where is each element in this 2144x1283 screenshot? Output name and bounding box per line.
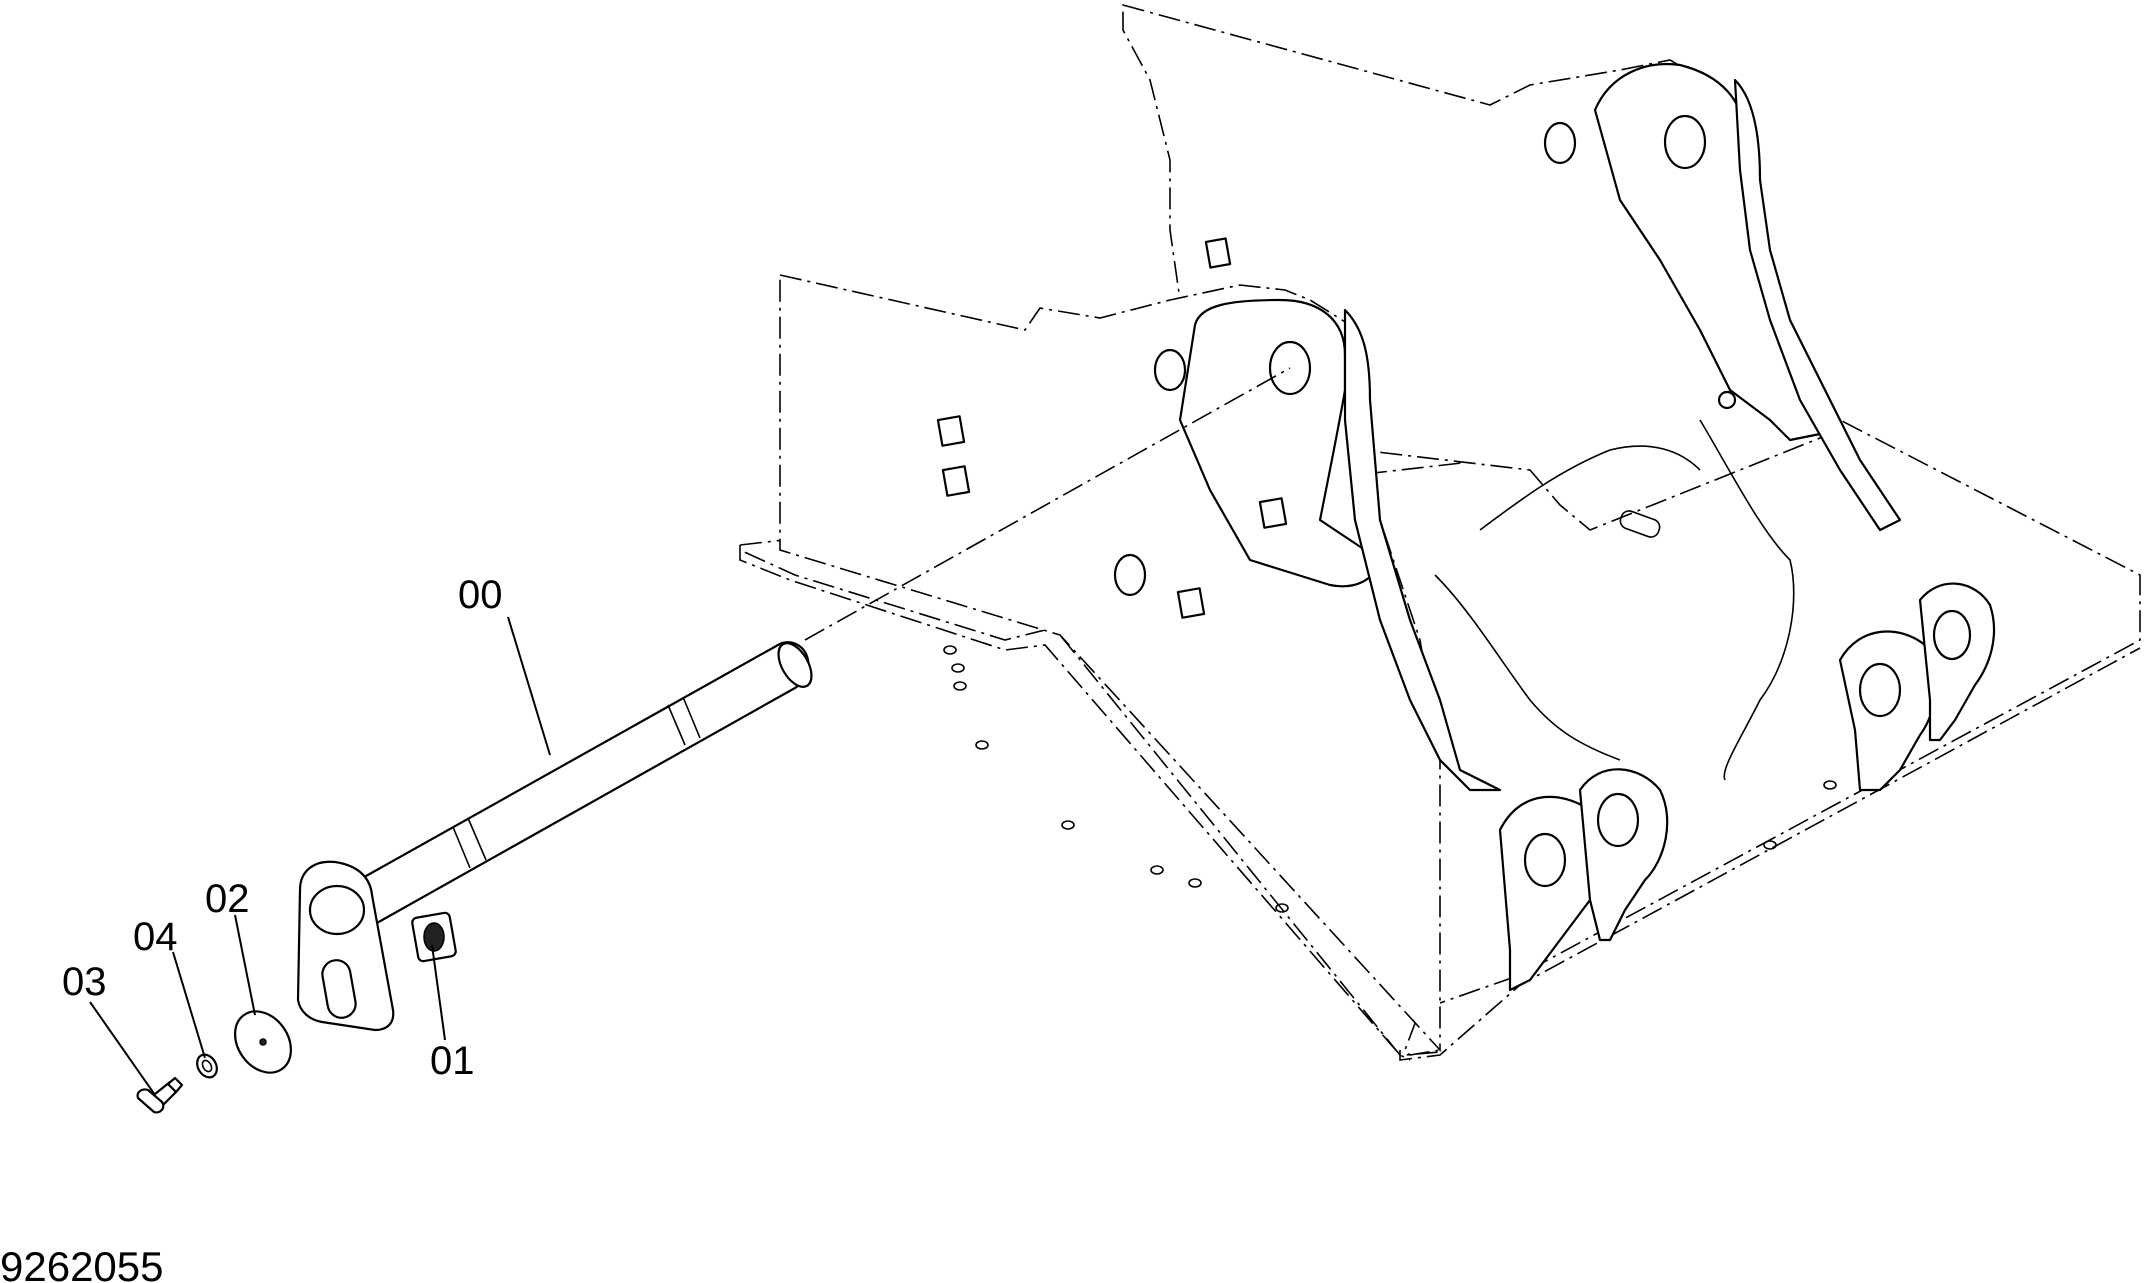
leader-01 — [431, 944, 446, 1041]
rear-rib — [1733, 78, 1902, 532]
leader-lines — [89, 616, 551, 1096]
front-lug-bore-2 — [1596, 792, 1640, 848]
frame-clips — [936, 237, 1737, 619]
pin-head-boss — [308, 884, 366, 936]
pin-head-slot — [321, 959, 357, 1019]
front-hole-lower — [1113, 553, 1147, 597]
front-rib — [1343, 308, 1502, 792]
leader-04 — [172, 951, 206, 1059]
pin-axis-line — [804, 367, 1291, 641]
rear-lug-bore-2 — [1932, 609, 1972, 661]
front-hole-upper — [1153, 348, 1187, 392]
document-number: 9262055 — [0, 1243, 164, 1283]
spring-washer — [196, 1053, 218, 1079]
leader-00 — [507, 616, 551, 756]
callout-03: 03 — [62, 960, 107, 1004]
frame-assembly — [739, 3, 2141, 1061]
callout-00: 00 — [458, 573, 503, 617]
rear-plate-bore — [1663, 114, 1707, 170]
pin-shaft — [348, 641, 810, 930]
pin-head-plate — [296, 860, 395, 1032]
pin — [348, 641, 813, 930]
callout-04: 04 — [133, 915, 178, 959]
pin-end-cap — [777, 642, 813, 688]
bolt — [136, 1076, 184, 1114]
inner-slot — [1619, 510, 1661, 538]
callout-01: 01 — [430, 1039, 475, 1083]
inner-guide-rear — [1699, 419, 1795, 781]
rear-hole-upper — [1543, 121, 1577, 165]
inner-guide-front — [1434, 574, 1621, 761]
washer-plate — [234, 1010, 292, 1074]
leader-02 — [234, 914, 256, 1016]
lock-plate — [411, 911, 457, 963]
inner-arch — [1479, 445, 1701, 531]
callout-02: 02 — [205, 877, 250, 921]
rear-lug-bore-1 — [1858, 662, 1902, 718]
front-lug-bore-1 — [1523, 832, 1567, 888]
leader-03 — [89, 1001, 156, 1096]
